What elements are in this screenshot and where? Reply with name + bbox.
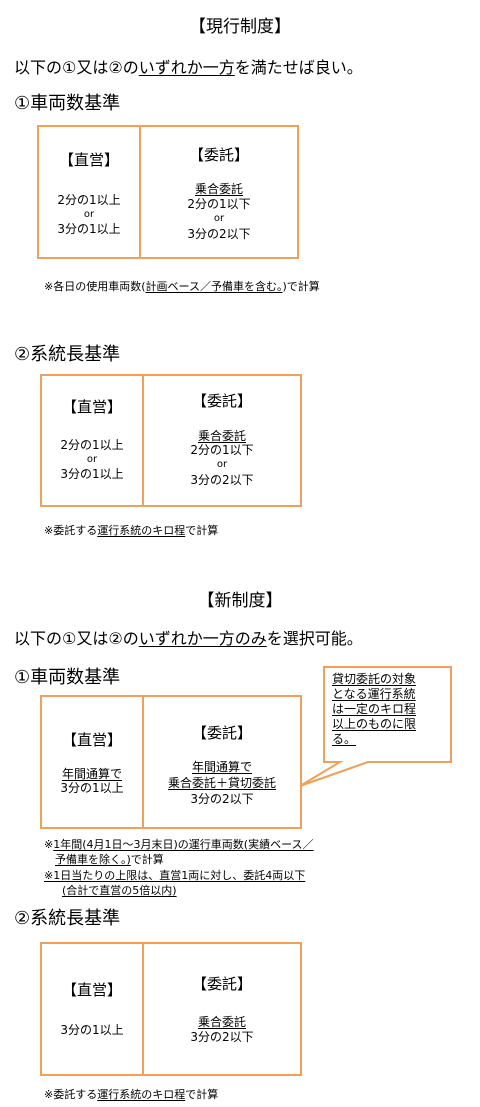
current-sec1-heading: ①車両数基準	[14, 93, 121, 114]
contract-type: 年間通算で	[191, 760, 252, 774]
direct-value: 3分の1以上	[60, 467, 124, 481]
new-sec1-table: 【直営】 年間通算で 3分の1以上 【委託】 年間通算で 乗合委託＋貸切委託 3…	[40, 695, 302, 829]
column-divider	[142, 944, 144, 1074]
direct-label: 【直営】	[61, 731, 122, 749]
new-sec1-note1-cont: 予備車を除く。)で計算	[55, 851, 164, 867]
current-title: 【現行制度】	[189, 17, 291, 37]
intro-text: を満たせば良い。	[234, 58, 363, 77]
direct-column: 【直営】 3分の1以上	[42, 944, 142, 1074]
new-intro: 以下の①又は②のいずれか一方のみを選択可能。	[14, 625, 363, 649]
intro-emphasis: いずれか一方	[138, 58, 235, 77]
contract-value: 3分の2以下	[190, 792, 254, 806]
direct-label: 【直営】	[61, 398, 122, 416]
new-sec1-heading: ①車両数基準	[14, 667, 121, 688]
callout-line: 貸切委託の対象	[332, 672, 417, 686]
intro-text: を選択可能。	[266, 629, 363, 648]
intro-emphasis: いずれか一方のみ	[138, 629, 267, 648]
or-text: or	[83, 209, 95, 220]
callout-line: る。	[332, 732, 357, 746]
direct-value: 2分の1以上	[60, 438, 124, 452]
direct-label: 【直営】	[61, 981, 122, 999]
new-title: 【新制度】	[197, 591, 283, 611]
contract-column: 【委託】 乗合委託 2分の1以下 or 3分の2以下	[144, 376, 300, 505]
contract-label: 【委託】	[191, 724, 252, 742]
contract-type: 乗合委託＋貸切委託	[167, 776, 276, 790]
note-emphasis: 運行系統のキロ程	[97, 1088, 186, 1101]
direct-value: 3分の1以上	[57, 222, 121, 236]
contract-column: 【委託】 年間通算で 乗合委託＋貸切委託 3分の2以下	[144, 697, 300, 827]
direct-label: 【直営】	[58, 151, 119, 169]
contract-label: 【委託】	[191, 392, 252, 410]
note-text: ※	[44, 838, 54, 851]
contract-type: 乗合委託	[197, 429, 246, 443]
direct-value: 2分の1以上	[57, 193, 121, 207]
contract-value: 3分の2以下	[187, 227, 251, 241]
or-text: or	[213, 213, 225, 224]
note-emphasis: 1年間(4月1日～3月末日)の運行車両数(実績ベース／	[53, 838, 314, 851]
contract-value: 2分の1以下	[190, 443, 254, 457]
contract-value: 3分の2以下	[190, 473, 254, 487]
contract-type: 乗合委託	[197, 1015, 246, 1029]
contract-column: 【委託】 乗合委託 2分の1以下 or 3分の2以下	[141, 127, 297, 257]
contract-column: 【委託】 乗合委託 3分の2以下	[144, 944, 300, 1074]
callout-line: は一定のキロ程	[332, 702, 417, 716]
direct-column: 【直営】 年間通算で 3分の1以上	[42, 697, 142, 827]
direct-value: 3分の1以上	[60, 781, 124, 795]
column-divider	[142, 376, 144, 505]
callout-text: 貸切委託の対象 となる運行系統 は一定のキロ程 以上のものに限 る。	[332, 672, 416, 747]
contract-type: 乗合委託	[194, 182, 243, 196]
new-sec1-note2: ※1日当たりの上限は、直営1両に対し、委託4両以下	[44, 869, 306, 882]
new-sec2-heading: ②系統長基準	[14, 908, 121, 929]
callout-line: となる運行系統	[332, 687, 416, 701]
direct-value: 3分の1以上	[60, 1023, 124, 1037]
column-divider	[139, 127, 141, 257]
current-sec2-table: 【直営】 2分の1以上 or 3分の1以上 【委託】 乗合委託 2分の1以下 o…	[40, 374, 302, 507]
column-divider	[142, 697, 144, 827]
or-text: or	[216, 459, 228, 470]
new-sec1-note1: ※1年間(4月1日～3月末日)の運行車両数(実績ベース／	[44, 836, 314, 852]
note-text: ※委託する	[44, 1088, 98, 1101]
contract-label: 【委託】	[188, 146, 249, 164]
note-emphasis: 計画ベース／予備車を含む。	[145, 280, 283, 293]
intro-text: 以下の①又は②の	[14, 58, 139, 77]
direct-value: 年間通算で	[61, 767, 122, 781]
note-emphasis: 予備車を除く。)	[55, 853, 131, 866]
new-sec2-table: 【直営】 3分の1以上 【委託】 乗合委託 3分の2以下	[40, 942, 302, 1076]
current-sec2-heading: ②系統長基準	[14, 344, 121, 365]
callout-line: 以上のものに限	[332, 717, 417, 731]
note-emphasis: 運行系統のキロ程	[97, 524, 186, 537]
or-text: or	[86, 454, 98, 465]
new-sec1-note2-cont: (合計で直営の5倍以内)	[62, 884, 177, 897]
current-sec1-table: 【直営】 2分の1以上 or 3分の1以上 【委託】 乗合委託 2分の1以下 o…	[37, 125, 299, 259]
direct-column: 【直営】 2分の1以上 or 3分の1以上	[42, 376, 142, 505]
note-text: )で計算	[282, 280, 320, 293]
current-intro: 以下の①又は②のいずれか一方を満たせば良い。	[14, 54, 363, 78]
intro-text: 以下の①又は②の	[14, 629, 139, 648]
note-text: で計算	[185, 524, 219, 537]
note-text: で計算	[130, 853, 164, 866]
callout-bubble	[299, 666, 452, 787]
contract-value: 2分の1以下	[187, 197, 251, 211]
new-sec2-note: ※委託する運行系統のキロ程で計算	[44, 1086, 218, 1102]
direct-column: 【直営】 2分の1以上 or 3分の1以上	[39, 127, 139, 257]
note-text: で計算	[185, 1088, 219, 1101]
contract-value: 3分の2以下	[190, 1030, 254, 1044]
note-text: ※各日の使用車両数(	[44, 280, 146, 293]
current-sec2-note: ※委託する運行系統のキロ程で計算	[44, 522, 218, 538]
note-text: ※委託する	[44, 524, 98, 537]
current-sec1-note: ※各日の使用車両数(計画ベース／予備車を含む。)で計算	[44, 278, 320, 294]
contract-label: 【委託】	[191, 975, 252, 993]
